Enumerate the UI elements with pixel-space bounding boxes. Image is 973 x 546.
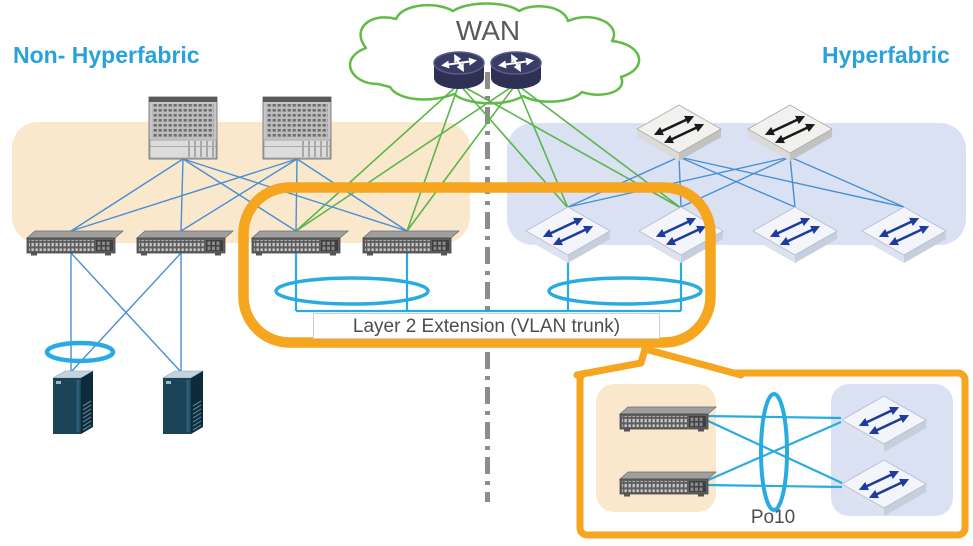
link-blue [567, 156, 680, 208]
hyperfabric-label: Hyperfabric [822, 42, 950, 68]
link-cyan [705, 420, 842, 483]
links-callout [705, 414, 843, 489]
link-blue [182, 158, 408, 232]
l2-extension-label: Layer 2 Extension (VLAN trunk) [313, 313, 660, 339]
link-blue [180, 158, 298, 232]
link-green [406, 83, 517, 232]
server-port-channel [44, 340, 116, 364]
link-blue [70, 158, 298, 232]
callout-pointer [573, 345, 745, 379]
link-green [295, 83, 460, 232]
wan-router-2 [491, 52, 541, 89]
access-switch-1 [26, 230, 124, 256]
port-channel-right [547, 276, 703, 306]
l2-extension-highlight [238, 182, 716, 348]
server-2 [162, 370, 204, 435]
link-blue [296, 158, 408, 232]
port-channels-callout [759, 392, 789, 512]
po10-label: Po10 [750, 507, 796, 528]
port-channel-left [274, 276, 430, 306]
access-switch-2 [136, 230, 234, 256]
link-blue [295, 158, 298, 232]
link-cyan [705, 483, 843, 489]
access-switch-3 [251, 230, 349, 256]
link-blue [789, 156, 796, 208]
wan-cloud [348, 2, 641, 105]
callout [573, 345, 969, 539]
link-blue [70, 252, 182, 373]
access-switch-4 [362, 230, 460, 256]
wan-router-1 [434, 52, 484, 89]
wan-label: WAN [455, 15, 521, 46]
callout-access-switch-2 [619, 471, 717, 497]
hyperfabric-region [507, 123, 966, 245]
link-cyan [705, 414, 842, 420]
link-blue [789, 156, 905, 208]
link-blue [567, 156, 791, 208]
po10-port-channel [759, 392, 789, 512]
link-blue [70, 158, 184, 232]
server-1 [52, 370, 94, 435]
callout-access-switch-1 [619, 406, 717, 432]
link-green [406, 83, 460, 232]
core-chassis-switch-1 [148, 96, 218, 160]
port-channels-main [44, 276, 703, 364]
link-blue [678, 156, 905, 208]
core-chassis-switch-2 [262, 96, 332, 160]
non-hyperfabric-label: Non- Hyperfabric [13, 42, 200, 68]
